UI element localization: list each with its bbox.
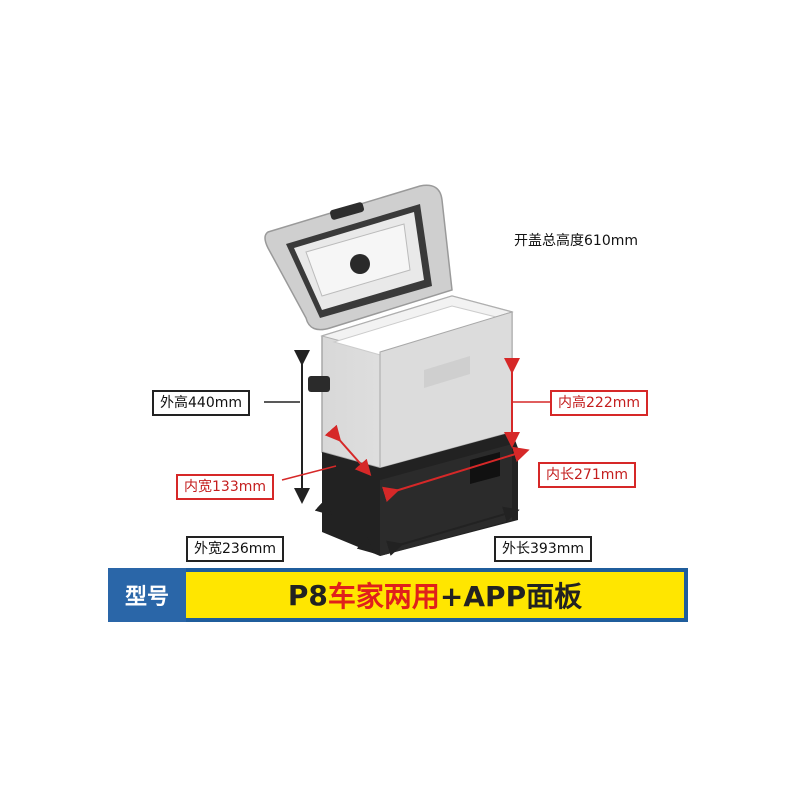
inner-width-label: 内宽133mm — [176, 474, 274, 500]
outer-height-label: 外高440mm — [152, 390, 250, 416]
outer-length-label: 外长393mm — [494, 536, 592, 562]
model-name-suffix: +APP面板 — [439, 580, 583, 613]
outer-width-arrow — [314, 498, 374, 554]
inner-width-leader — [281, 465, 337, 481]
inner-length-label: 内长271mm — [538, 462, 636, 488]
inner-height-label: 内高222mm — [550, 390, 648, 416]
inner-width-arrow — [324, 424, 372, 476]
model-name-prefix: P8 — [287, 578, 328, 612]
outer-width-label: 外宽236mm — [186, 536, 284, 562]
cooler-body — [308, 295, 518, 556]
lid-open-height-label: 开盖总高度610mm — [514, 233, 638, 249]
model-tag: 型号 — [108, 568, 186, 622]
model-name: P8 车家两用 +APP面板 — [186, 572, 684, 618]
inner-length-arrow — [382, 446, 530, 502]
cooler-lid — [264, 184, 453, 331]
outer-length-arrow — [386, 506, 520, 556]
model-name-highlight: 车家两用 — [327, 580, 440, 613]
